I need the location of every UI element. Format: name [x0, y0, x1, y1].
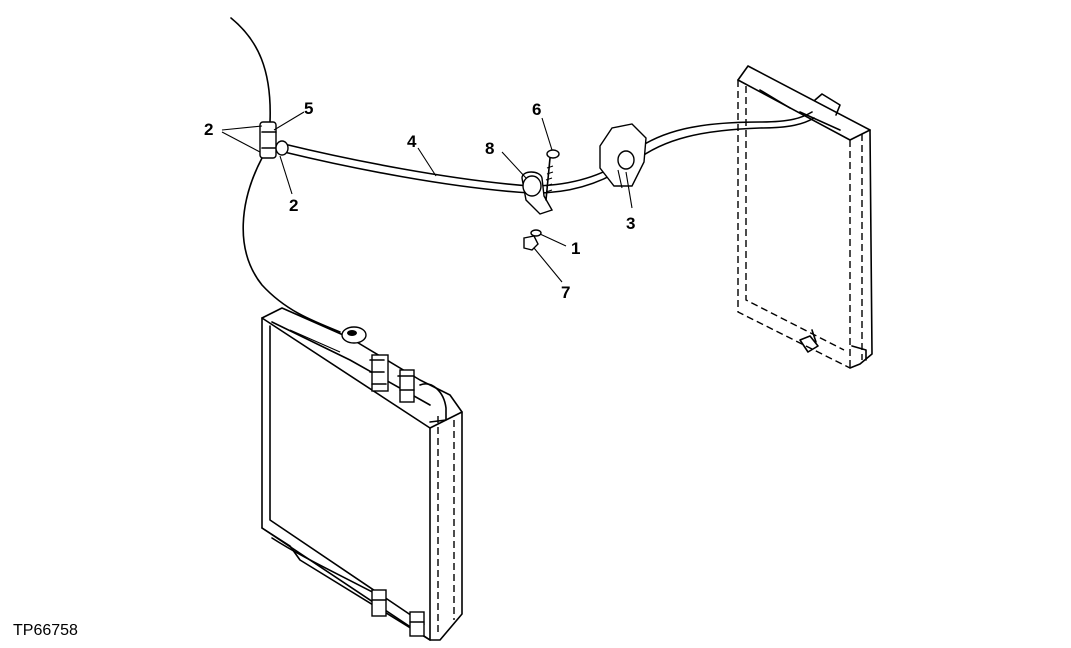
callout-8: 8: [485, 139, 494, 158]
clamp: [521, 171, 554, 215]
nut: [523, 235, 539, 251]
figure-id: TP66758: [13, 622, 78, 639]
callout-4: 4: [407, 132, 417, 151]
radiator-assembly: [261, 307, 463, 641]
tee-fitting: [259, 121, 289, 159]
hose-routing: [230, 17, 815, 333]
callout-2a: 2: [204, 120, 213, 139]
callout-3: 3: [626, 214, 635, 233]
cap-screw: [545, 149, 560, 201]
washer: [530, 229, 542, 237]
grommet: [599, 123, 647, 189]
leader-lines: [221, 111, 633, 283]
callout-7: 7: [561, 283, 570, 302]
oil-cooler-assembly: [737, 65, 873, 369]
callout-6: 6: [532, 100, 541, 119]
callout-5: 5: [304, 99, 313, 118]
callout-1: 1: [571, 239, 580, 258]
callout-2b: 2: [289, 196, 298, 215]
